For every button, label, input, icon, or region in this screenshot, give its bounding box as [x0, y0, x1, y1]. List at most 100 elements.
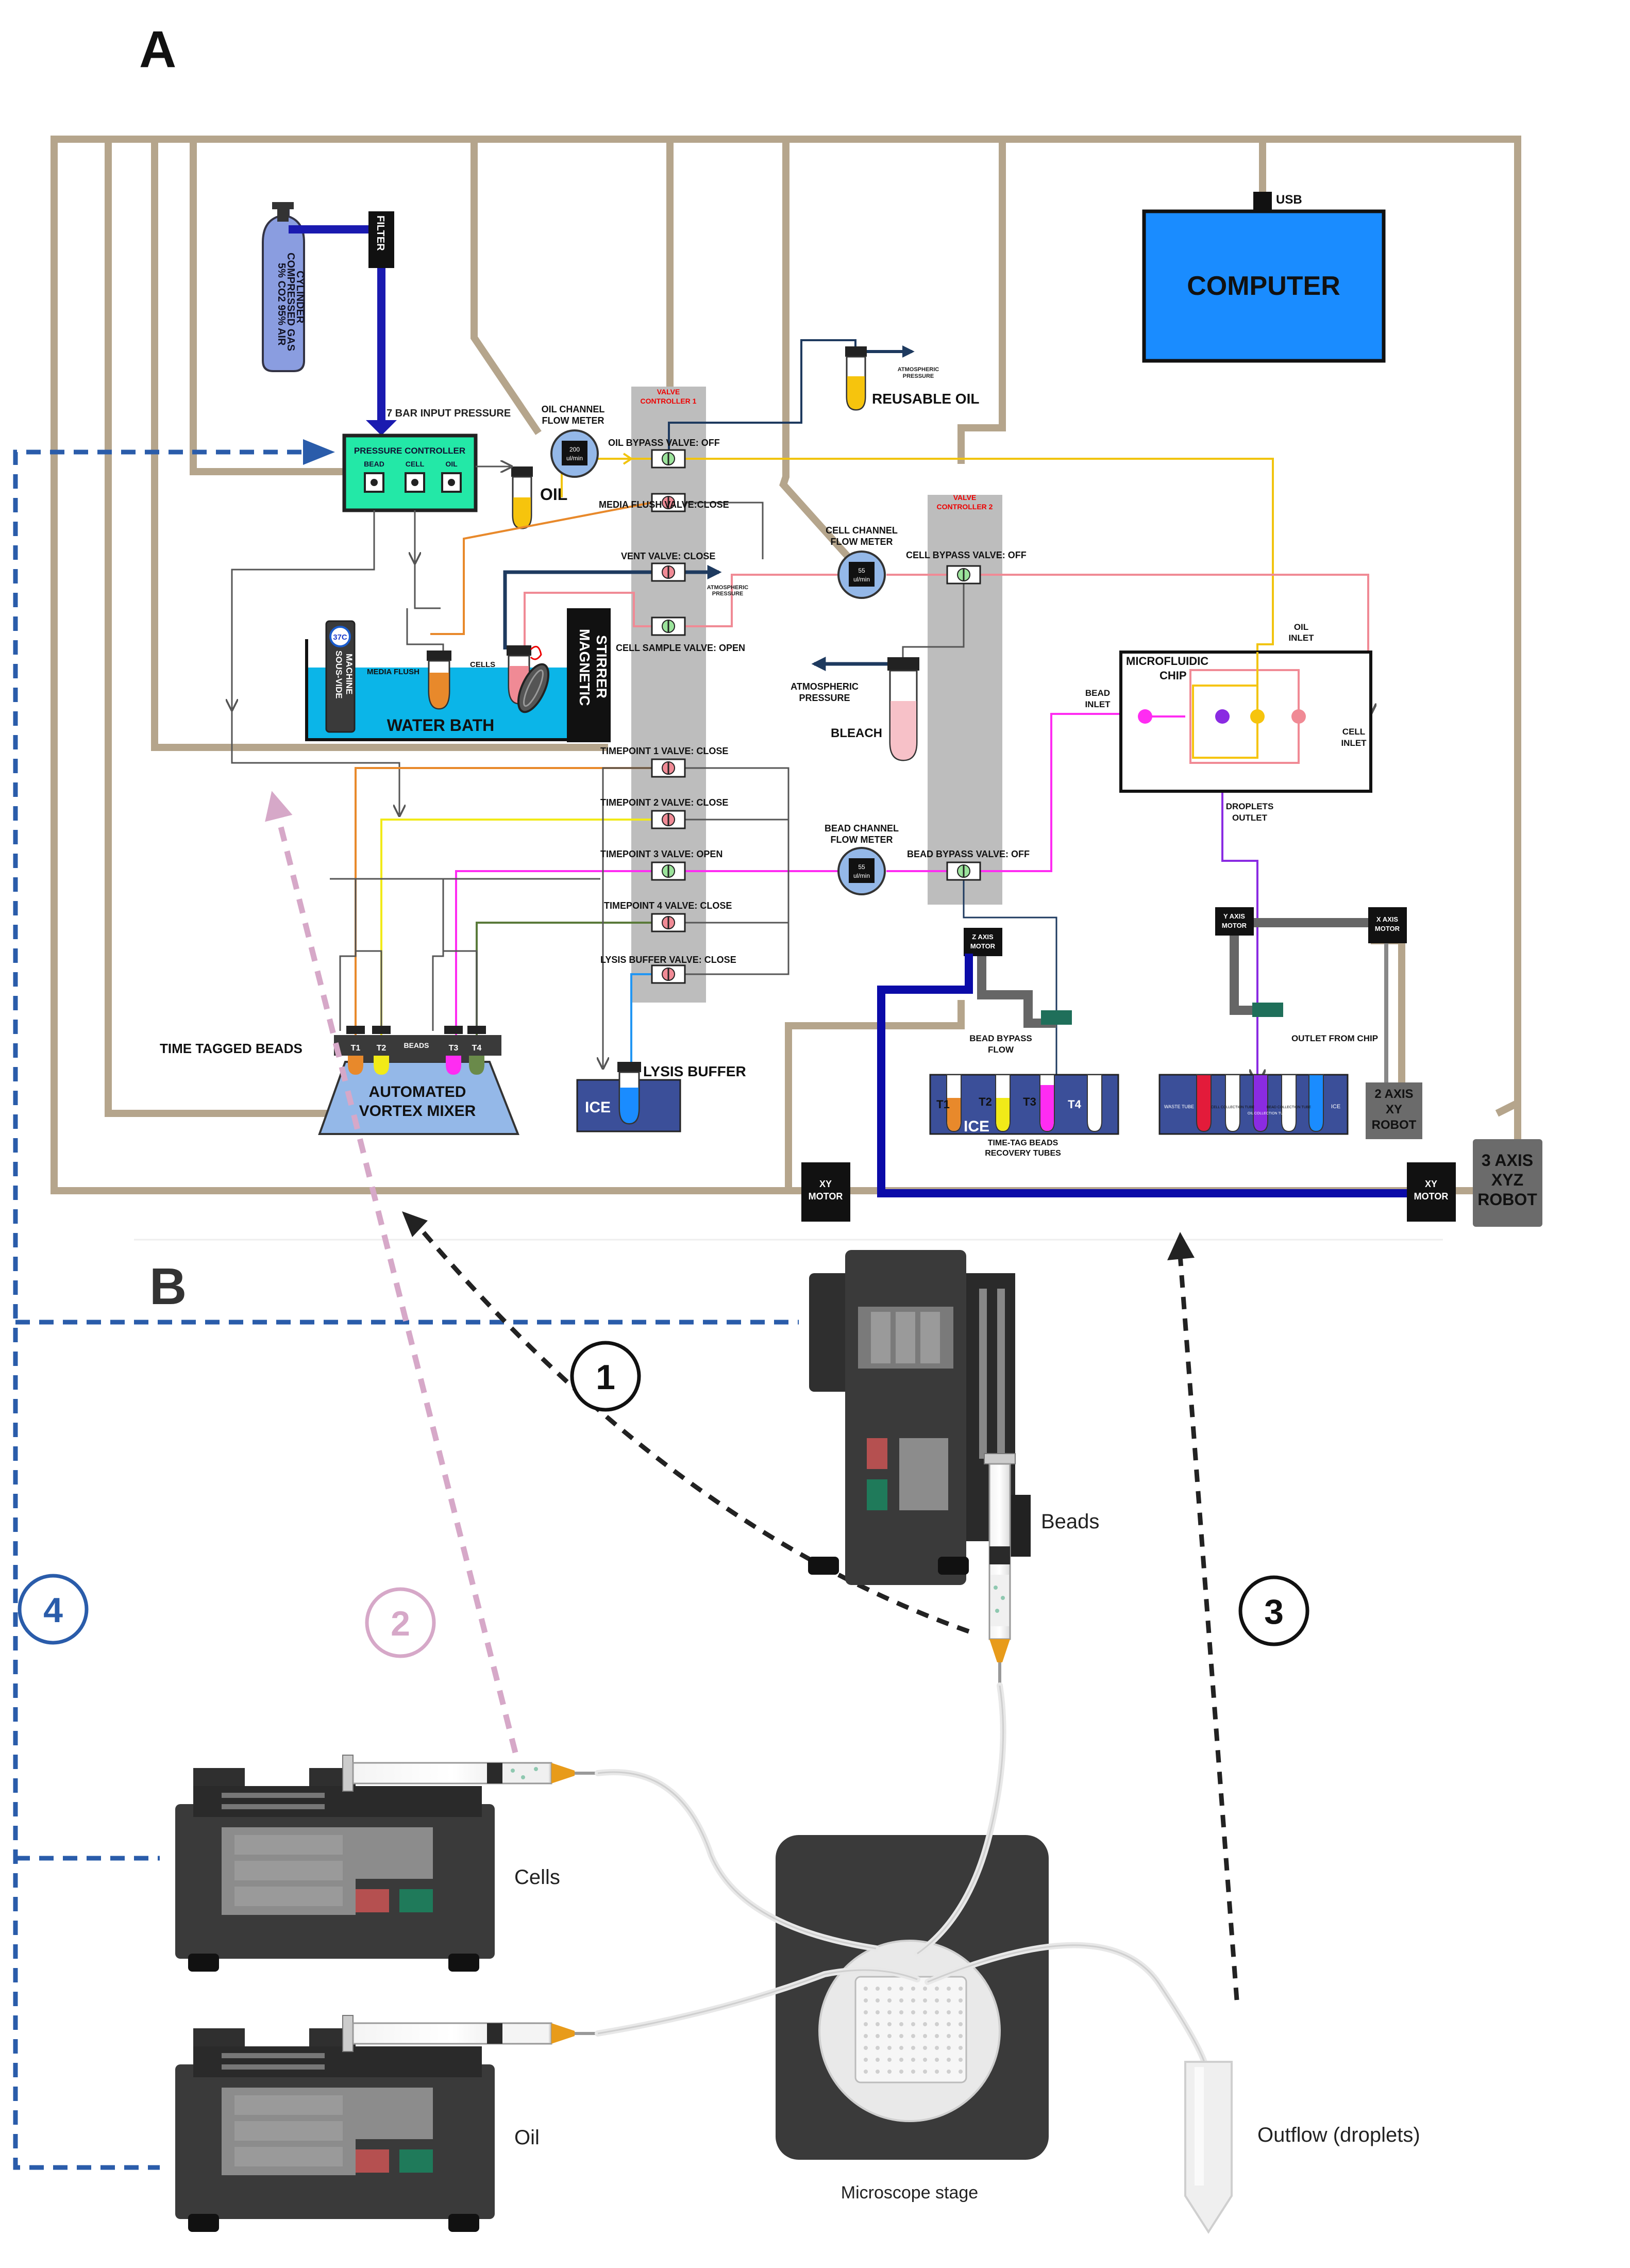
chip-well — [911, 2070, 915, 2074]
beads-label: Beads — [1041, 1510, 1099, 1533]
pressure-controller: PRESSURE CONTROLLER BEAD CELL OIL — [342, 433, 478, 512]
vent-atm-1: ATMOSPHERIC — [707, 585, 749, 591]
panel-label-b: B — [149, 1258, 187, 1315]
chip-well — [864, 2058, 868, 2062]
chip-well — [935, 1987, 939, 1991]
connector-1-arrowhead — [402, 1211, 428, 1237]
oil-flow-meter-label-1: OIL CHANNEL — [542, 404, 605, 414]
chip-well — [887, 1987, 892, 1991]
chip-well — [947, 2022, 951, 2026]
chip-label-2: CHIP — [1160, 669, 1187, 682]
waste-tube-label: WASTE TUBE — [1164, 1104, 1194, 1109]
filter-label: FILTER — [375, 215, 386, 251]
beads-small-label: BEADS — [404, 1041, 429, 1049]
chip-well — [947, 2046, 951, 2050]
chip-well — [899, 2010, 903, 2014]
media-flush-line — [430, 502, 652, 635]
chip-well — [935, 2058, 939, 2062]
lysis-buffer-tube — [617, 1062, 641, 1125]
chip-well — [864, 2034, 868, 2038]
droplets-outlet-2: OUTLET — [1232, 813, 1268, 823]
marker-4: 4 — [18, 1574, 89, 1645]
oil-flow-value: 200 — [569, 446, 580, 453]
valve-label-bead-bypass: BEAD BYPASS VALVE: OFF — [907, 849, 1030, 859]
x-motor-label-2: MOTOR — [1375, 925, 1400, 932]
chip-well — [899, 2058, 903, 2062]
chip-well — [899, 1998, 903, 2003]
bead-bypass-flow-line — [963, 879, 1056, 1085]
lysis-buffer-label: LYSIS BUFFER — [643, 1063, 746, 1079]
recovery-tube-t1: T1 — [936, 1098, 950, 1111]
droplets-outlet-1: DROPLETS — [1226, 802, 1274, 811]
bead-inlet-2: INLET — [1085, 699, 1111, 709]
oil-collection-label: OIL COLLECTION TUBE — [1248, 1112, 1288, 1115]
cells-syringe — [342, 1755, 598, 1792]
x-axis-motor — [1368, 907, 1407, 943]
bleach-line — [902, 583, 965, 665]
valve-label-cell-bypass: CELL BYPASS VALVE: OFF — [906, 550, 1027, 560]
chip-well — [911, 1998, 915, 2003]
vc1-label-1: VALVE — [657, 388, 680, 396]
chip-well — [899, 2070, 903, 2074]
pc-channel-bead: BEAD — [364, 460, 384, 468]
chip-well — [923, 2034, 927, 2038]
z-motor-label-1: Z AXIS — [972, 933, 994, 941]
sous-vide-machine: 37C SOUS-VIDE MACHINE — [325, 620, 356, 733]
bead-flow-meter-label-1: BEAD CHANNEL — [825, 823, 899, 833]
valve-label-oil-bypass: OIL BYPASS VALVE: OFF — [608, 438, 720, 448]
xy-motor-right-2: MOTOR — [1414, 1191, 1449, 1202]
oil-inlet-1: OIL — [1294, 622, 1308, 632]
valve-labels: OIL BYPASS VALVE: OFF MEDIA FLUSH VALVE:… — [599, 438, 1030, 965]
cell-inlet-1: CELL — [1342, 727, 1365, 737]
cells-label: Cells — [514, 1866, 560, 1889]
connector-2 — [265, 791, 518, 1754]
chip-well — [876, 2046, 880, 2050]
collection-ice-label: ICE — [1331, 1104, 1340, 1110]
chip-well — [947, 2058, 951, 2062]
atm-big-2: PRESSURE — [799, 693, 850, 703]
pc-channel-cell: CELL — [406, 460, 425, 468]
vortex-tube-t3: T3 — [449, 1044, 459, 1053]
chip-well — [935, 2022, 939, 2026]
marker-1: 1 — [570, 1341, 641, 1412]
chip-well — [959, 1998, 963, 2003]
timepoint-4-line — [476, 922, 652, 1046]
chip-well — [935, 2034, 939, 2038]
media-flush-tube — [427, 651, 451, 710]
z-axis-motor — [964, 928, 1002, 956]
outflow-tube — [1184, 2061, 1233, 2234]
control-wiring — [51, 136, 1521, 1194]
recovery-tubes — [946, 1074, 1102, 1132]
pc-channel-oil: OIL — [445, 460, 458, 468]
valve-return-lines — [330, 767, 789, 1067]
valve-controller-1 — [631, 387, 706, 1003]
chip-well — [864, 1987, 868, 1991]
stirrer-label-1: MAGNETIC — [577, 629, 593, 706]
magnetic-stirrer: MAGNETIC STIRRER — [567, 608, 611, 742]
oil-inlet-2: INLET — [1288, 633, 1314, 643]
valve-label-vent: VENT VALVE: CLOSE — [621, 551, 715, 561]
chip-well — [899, 2022, 903, 2026]
usb-label: USB — [1276, 193, 1302, 207]
lysis-buffer-line — [630, 973, 652, 1062]
recovery-tubes-label-2: RECOVERY TUBES — [985, 1149, 1061, 1158]
reusable-oil-label: REUSABLE OIL — [872, 391, 979, 407]
chip-well — [876, 2034, 880, 2038]
cell-channel-line — [685, 574, 837, 627]
xy-motor-left-1: XY — [819, 1179, 832, 1189]
atm-small-1: ATMOSPHERIC — [898, 366, 939, 373]
chip-well — [947, 2010, 951, 2014]
connector-3-arrowhead — [1167, 1232, 1195, 1260]
z-motor-label-2: MOTOR — [970, 942, 996, 950]
bleach-tube — [887, 657, 919, 761]
connector-3 — [1178, 1255, 1239, 2000]
atm-big-1: ATMOSPHERIC — [791, 681, 859, 692]
chip-well — [899, 1987, 903, 1991]
valve-label-lysis-buffer: LYSIS BUFFER VALVE: CLOSE — [600, 955, 736, 965]
xy-motor-right — [1407, 1162, 1456, 1222]
lysis-ice-label: ICE — [585, 1099, 611, 1116]
vc2-label-1: VALVE — [953, 493, 977, 502]
collection-tubes — [1196, 1074, 1324, 1132]
chip-well — [923, 2022, 927, 2026]
